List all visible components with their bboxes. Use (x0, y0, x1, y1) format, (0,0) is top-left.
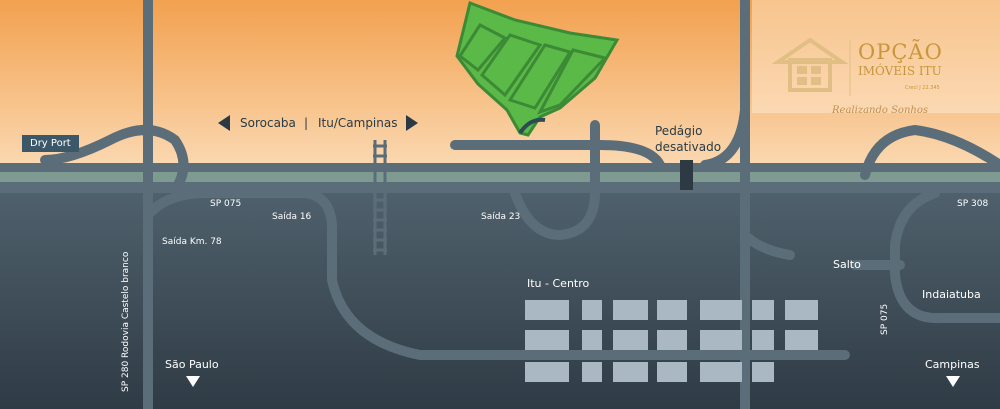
road-right-curve (700, 105, 750, 170)
house-logo-icon (771, 37, 851, 96)
label-salto: Salto (833, 258, 861, 271)
label-itu-centro: Itu - Centro (527, 277, 590, 290)
toll-booth (680, 160, 693, 190)
plot-lot-3 (507, 43, 573, 110)
label-indaiatuba: Indaiatuba (922, 288, 981, 301)
road-network (40, 0, 1000, 409)
label-sorocaba: Sorocaba (240, 116, 296, 130)
logo-name: OPÇÃO (858, 40, 943, 64)
label-sp308: SP 308 (957, 199, 989, 209)
city-blocks (525, 300, 818, 382)
label-separator: | (304, 116, 309, 130)
road-saida16 (143, 188, 850, 360)
label-dry-port: Dry Port (22, 135, 79, 152)
label-pedagio-line1: Pedágio (655, 124, 703, 138)
railway (373, 140, 387, 255)
triangle-down-icon (186, 376, 200, 387)
label-sp075-right: SP 075 (880, 303, 890, 335)
triangle-down-icon (946, 376, 960, 387)
logo-creci: Creci J 22.345 (905, 85, 940, 91)
road-right-loop-bottom (890, 188, 1000, 324)
label-saida-km78: Saída Km. 78 (162, 237, 222, 247)
arrow-left-icon (218, 115, 230, 131)
label-saida23: Saída 23 (481, 212, 521, 222)
plot-lot-1 (457, 23, 508, 73)
road-left-loop-top (40, 125, 189, 195)
ground-area (0, 178, 1000, 409)
logo-subtitle: IMÓVEIS ITU (858, 64, 942, 78)
logo-panel (752, 0, 1000, 113)
label-sao-paulo: São Paulo (165, 358, 219, 371)
land-plot-area (455, 0, 620, 137)
highway-median (0, 172, 1000, 182)
plot-entrance (518, 117, 546, 135)
label-itu-campinas: Itu/Campinas (318, 116, 398, 130)
logo-slogan: Realizando Sonhos (832, 105, 928, 116)
plot-lot-2 (479, 33, 543, 98)
label-sp280: SP 280 Rodovia Castelo branco (121, 251, 131, 392)
label-campinas: Campinas (925, 358, 980, 371)
road-saida23-loop (510, 187, 600, 240)
label-pedagio-line2: desativado (655, 140, 722, 154)
land-plot (455, 0, 620, 137)
road-right-loop-top (860, 125, 1000, 180)
plot-lot-4 (536, 48, 608, 115)
road-plot-access (450, 140, 665, 170)
label-sp075-left: SP 075 (210, 199, 242, 209)
label-saida16: Saída 16 (272, 212, 312, 222)
road-right-branch (740, 230, 795, 260)
arrow-right-icon (406, 115, 418, 131)
